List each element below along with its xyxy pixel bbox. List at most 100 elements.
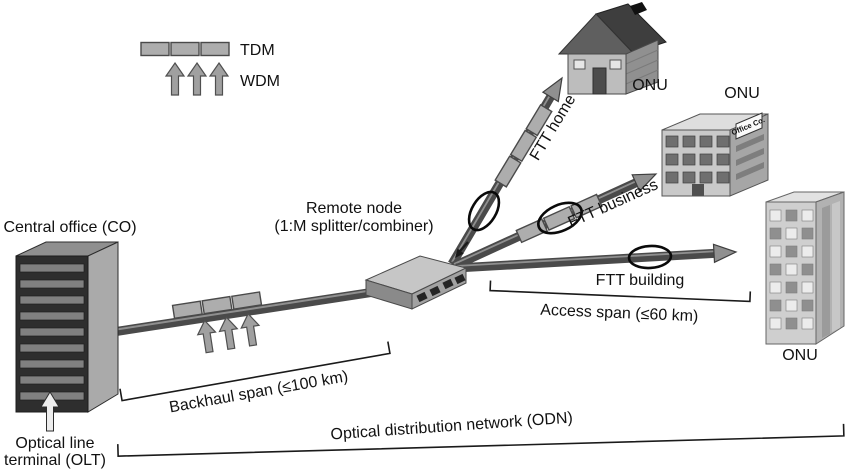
tdm-frame bbox=[231, 291, 263, 310]
tdm-frames-backhaul bbox=[171, 291, 263, 320]
tower-windows bbox=[769, 209, 814, 330]
office-window bbox=[665, 135, 679, 148]
house-door bbox=[592, 67, 607, 95]
onu-home-label: ONU bbox=[632, 77, 668, 94]
splice-ring-business bbox=[537, 201, 583, 235]
office-building-icon: Office Co. bbox=[661, 112, 769, 197]
tower-window bbox=[785, 281, 798, 294]
tower-window bbox=[785, 245, 798, 258]
splitter-port bbox=[442, 278, 454, 290]
office-window bbox=[665, 171, 679, 184]
tower-window bbox=[769, 209, 782, 222]
tower-window bbox=[785, 263, 798, 276]
bracket-line bbox=[117, 423, 845, 457]
splitter-port bbox=[429, 285, 441, 297]
house-siding-line bbox=[625, 69, 659, 85]
access-span-label: Access span (≤60 km) bbox=[540, 302, 699, 326]
fiber-building-line bbox=[455, 248, 722, 273]
office-window bbox=[699, 171, 713, 184]
tower-window bbox=[801, 281, 814, 294]
tower-side-stripe bbox=[832, 201, 840, 332]
backhaul-span-label: Backhaul span (≤100 km) bbox=[168, 368, 350, 416]
odn-bracket bbox=[117, 423, 845, 457]
wdm-arrow-icon bbox=[186, 61, 208, 96]
wdm-arrow-icon bbox=[240, 312, 261, 347]
tower-window bbox=[769, 227, 782, 240]
fiber-building-highlight bbox=[455, 250, 721, 267]
tower-side-stripe bbox=[822, 205, 830, 338]
tower-window bbox=[801, 209, 814, 222]
office-window bbox=[716, 171, 730, 184]
office-door bbox=[692, 184, 704, 196]
office-window bbox=[699, 135, 713, 148]
office-front-windows bbox=[665, 135, 730, 184]
office-side-window-band bbox=[736, 148, 764, 166]
tower-window bbox=[801, 263, 814, 276]
wdm-arrow-icon bbox=[208, 61, 230, 96]
tdm-frame bbox=[542, 205, 576, 232]
olt-label-line1: Optical line bbox=[15, 435, 94, 452]
splice-ring-home bbox=[467, 190, 501, 232]
arrowhead-business bbox=[631, 173, 658, 193]
server-rack bbox=[15, 241, 119, 413]
splice-ring-building bbox=[627, 244, 673, 270]
remote-node-label-line1: Remote node bbox=[306, 200, 402, 217]
office-window bbox=[716, 135, 730, 148]
tower-building-icon bbox=[765, 191, 845, 345]
tdm-frame bbox=[570, 193, 603, 219]
tdm-frame bbox=[140, 41, 170, 57]
arrowhead-home bbox=[541, 76, 563, 103]
wdm-arrow-icon bbox=[164, 61, 186, 96]
arrowhead-building bbox=[712, 243, 738, 264]
tower-window bbox=[769, 317, 782, 330]
tower-window bbox=[769, 263, 782, 276]
access-span-bracket: Access span (≤60 km) bbox=[489, 280, 752, 326]
tdm-legend-icon bbox=[140, 41, 230, 57]
tdm-frame bbox=[170, 41, 200, 57]
odn-label: Optical distribution network (ODN) bbox=[330, 410, 573, 444]
office-side-window-band bbox=[736, 134, 764, 152]
central-office-label: Central office (CO) bbox=[3, 219, 136, 236]
house-window bbox=[609, 59, 622, 70]
bracket-line bbox=[489, 280, 752, 303]
office-window bbox=[682, 153, 696, 166]
office-sign bbox=[735, 112, 763, 140]
tower-window bbox=[785, 227, 798, 240]
tdm-frame bbox=[525, 103, 553, 137]
office-window bbox=[682, 171, 696, 184]
house-siding-line bbox=[625, 59, 659, 75]
fiber-backhaul bbox=[99, 283, 401, 339]
ftt-building-label: FTT building bbox=[596, 272, 685, 289]
remote-node-label-line2: (1:M splitter/combiner) bbox=[274, 218, 433, 235]
rack-slat bbox=[19, 375, 85, 385]
tdm-frame bbox=[509, 129, 538, 163]
olt-label-line2: terminal (OLT) bbox=[4, 452, 106, 469]
tower-window bbox=[801, 227, 814, 240]
rack-slat bbox=[19, 279, 85, 289]
onu-building-label: ONU bbox=[782, 347, 818, 364]
house-window bbox=[573, 59, 586, 70]
office-side-window-band bbox=[736, 162, 764, 180]
tdm-frame bbox=[494, 155, 522, 188]
legend: TDM WDM bbox=[140, 41, 280, 96]
tdm-frames-home bbox=[494, 103, 553, 188]
rack-slat bbox=[19, 327, 85, 337]
tower-window bbox=[769, 299, 782, 312]
tower-window bbox=[785, 317, 798, 330]
rack-slat bbox=[19, 343, 85, 353]
splitter-port bbox=[416, 291, 428, 303]
tdm-frame bbox=[201, 295, 233, 315]
office-window bbox=[699, 153, 713, 166]
house-icon bbox=[557, 2, 667, 95]
remote-node-device bbox=[364, 255, 468, 310]
backhaul-span-bracket: Backhaul span (≤100 km) bbox=[119, 341, 391, 416]
office-window bbox=[716, 153, 730, 166]
wdm-legend-label: WDM bbox=[240, 73, 280, 90]
tower-window bbox=[801, 299, 814, 312]
rack-slat bbox=[19, 311, 85, 321]
office-window bbox=[682, 135, 696, 148]
tower-window bbox=[769, 245, 782, 258]
tower-window bbox=[801, 317, 814, 330]
